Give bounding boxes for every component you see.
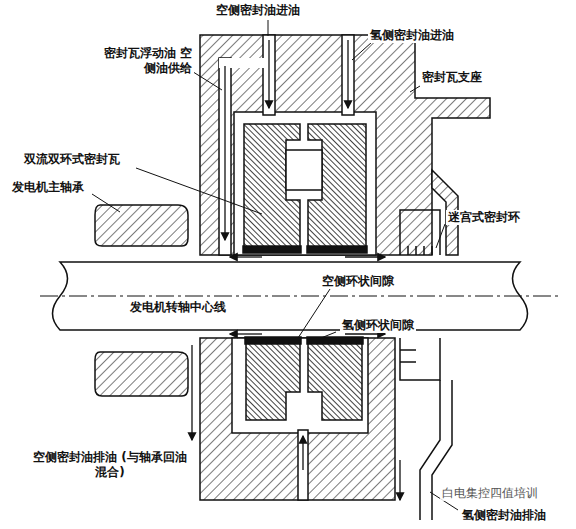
part-label: 氢侧密封油进油 [368, 28, 456, 43]
part-label: 发电机主轴承 [10, 180, 86, 195]
part-label: 双流双环式密封瓦 [22, 152, 122, 167]
part-label: 空侧密封油进油 [214, 3, 302, 18]
part-label: 发电机转轴中心线 [128, 300, 228, 315]
watermark: 白电集控四值培训 [440, 486, 540, 501]
part-label: 迷宫式密封环 [446, 210, 522, 225]
part-label: 氢侧密封油排油 [460, 508, 548, 523]
part-label: 密封瓦支座 [420, 70, 484, 85]
part-label: 氢侧环状间隙 [340, 318, 416, 333]
part-label: 密封瓦浮动油 空侧油供给 [92, 46, 194, 76]
part-label: 空侧密封油排油 (与轴承回油混合) [28, 450, 192, 480]
part-label: 空侧环状间隙 [320, 274, 396, 289]
